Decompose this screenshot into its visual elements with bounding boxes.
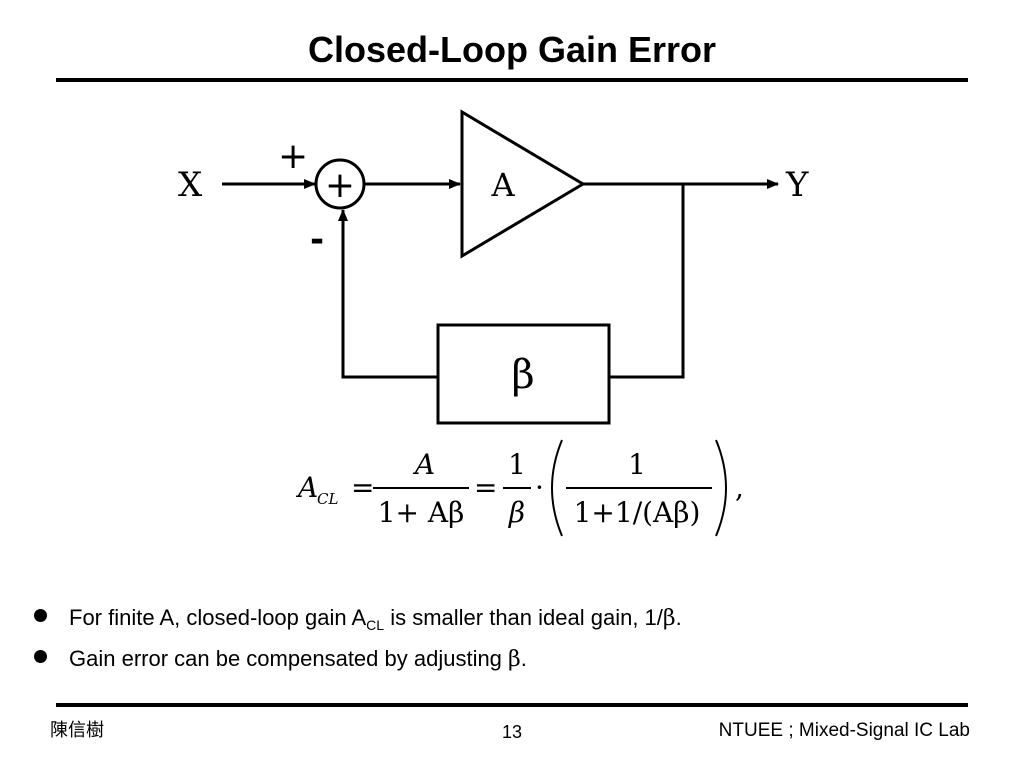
eq-f1-denominator: 1+ Aβ xyxy=(378,496,465,529)
eq-f1-numerator: A xyxy=(412,448,435,481)
eq-f3-numerator: 1 xyxy=(628,448,646,481)
amplifier-triangle xyxy=(460,109,586,259)
page-number: 13 xyxy=(501,722,523,742)
eq-lhs: A xyxy=(295,471,318,504)
bullet-item-1: For finite A, closed-loop gain ACL is sm… xyxy=(34,604,682,633)
eq-equals-1: = xyxy=(351,471,374,504)
title-underline xyxy=(56,78,968,82)
input-label: X xyxy=(178,165,203,205)
eq-f3-denominator: 1+1/(Aβ) xyxy=(574,496,701,529)
bullet-dot xyxy=(34,609,47,622)
slide-title: Closed-Loop Gain Error xyxy=(307,29,717,70)
minus-sign: - xyxy=(310,220,324,260)
eq-left-paren xyxy=(551,439,563,537)
eq-lhs-subscript: CL xyxy=(317,490,338,508)
amplifier-label: A xyxy=(490,166,515,204)
eq-equals-2: = xyxy=(474,471,497,504)
feedback-block xyxy=(436,323,611,425)
bullet-dot xyxy=(34,650,47,663)
feedback-path-right xyxy=(609,184,685,379)
eq-right-paren xyxy=(715,439,727,537)
bullet-text: Gain error can be compensated by adjusti… xyxy=(69,646,527,672)
closed-loop-gain-equation: A CL = A 1+ Aβ = 1 β · 1 1+1/(Aβ) , xyxy=(295,439,744,537)
bullet-text: For finite A, closed-loop gain ACL is sm… xyxy=(69,605,682,633)
lab-name: NTUEE ; Mixed-Signal IC Lab xyxy=(718,720,970,741)
feedback-path-left xyxy=(338,209,438,379)
eq-comma: , xyxy=(735,471,744,504)
summer-symbol: + xyxy=(325,165,355,206)
plus-sign: + xyxy=(278,136,308,177)
eq-f2-numerator: 1 xyxy=(508,448,526,481)
bullet-item-2: Gain error can be compensated by adjusti… xyxy=(34,645,527,674)
eq-multiply-dot: · xyxy=(535,471,544,504)
feedback-label: β xyxy=(511,352,534,398)
output-label: Y xyxy=(785,165,809,205)
eq-f2-denominator: β xyxy=(508,496,525,529)
footer-rule xyxy=(56,703,968,707)
author-name: 陳信樹 xyxy=(50,720,104,740)
